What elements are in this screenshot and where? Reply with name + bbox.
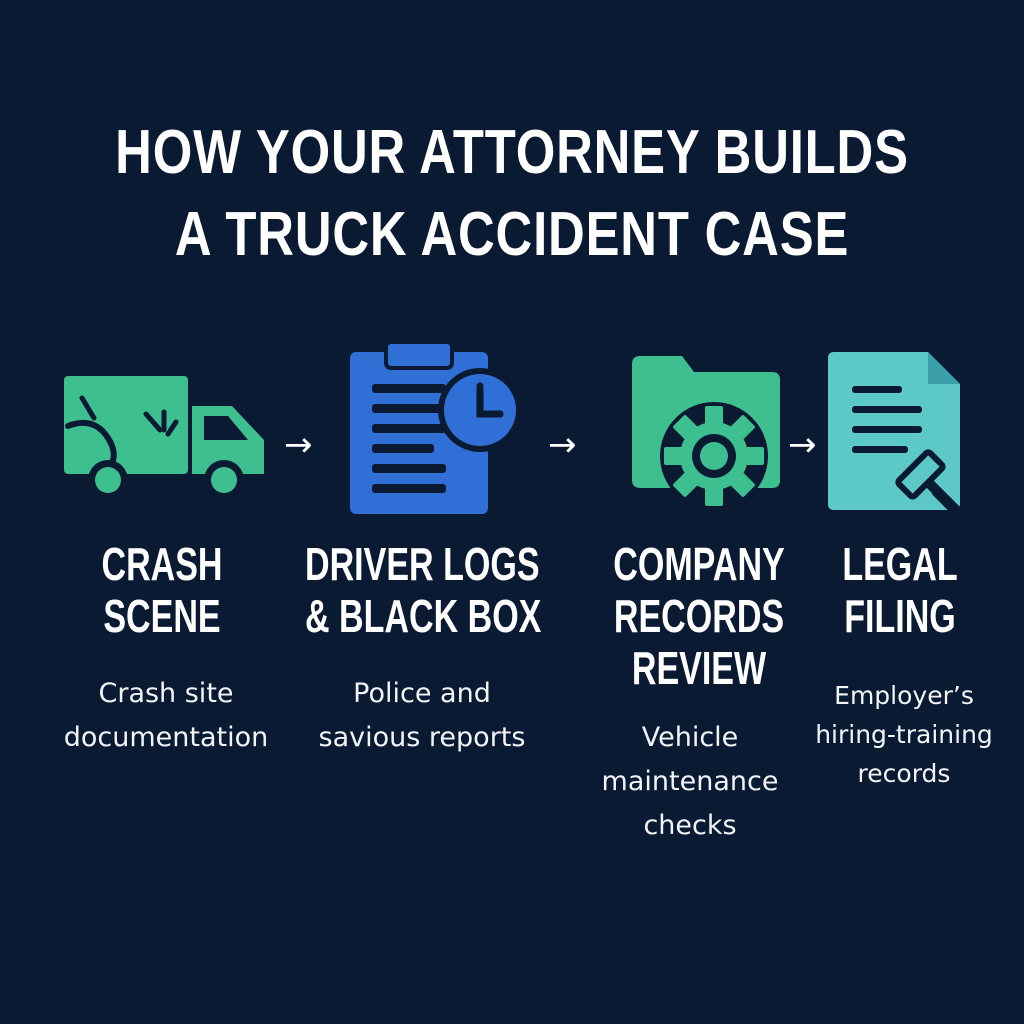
arrow-1: → [284,425,313,465]
step-desc-company-records: Vehicle maintenance checks [601,722,779,841]
step-title-driver-logs: DRIVER LOGS & BLACK BOX [305,538,542,642]
page-title: HOW YOUR ATTORNEY BUILDS A TRUCK ACCIDEN… [92,112,932,276]
arrow-3: → [788,425,817,465]
step-title-crash-scene: CRASH SCENE [101,538,223,642]
clipboard-clock-icon [350,342,522,514]
step-title-legal-filing: LEGAL FILING [842,538,958,642]
step-desc-crash-scene: Crash site documentation [63,678,269,753]
truck-crash-icon [64,376,264,500]
step-desc-driver-logs: Police and savious reports [318,678,526,753]
title-line-1: HOW YOUR ATTORNEY BUILDS [115,118,909,187]
folder-gear-icon [632,356,780,510]
arrow-2: → [548,425,577,465]
step-desc-legal-filing: Employer’s hiring-training records [815,681,993,788]
document-gavel-icon [828,352,961,515]
step-title-company-records: COMPANY RECORDS REVIEW [613,538,785,694]
title-line-2: A TRUCK ACCIDENT CASE [174,200,850,269]
